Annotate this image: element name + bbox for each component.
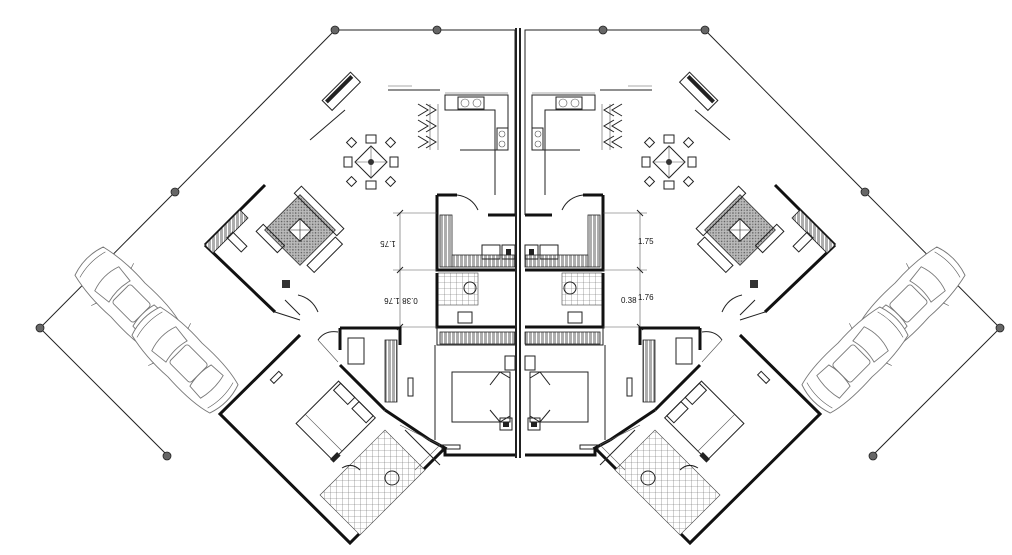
dim-lower-left: 1.76	[384, 296, 400, 305]
dim-small-right: 0.38	[621, 296, 637, 305]
right-unit	[525, 26, 1004, 543]
dim-upper-left: 1.75	[380, 239, 396, 248]
left-unit	[36, 26, 515, 543]
dim-small-left: 0.38	[402, 296, 418, 305]
dim-lower-right: 1.76	[638, 293, 654, 302]
dim-upper-right: 1.75	[638, 237, 654, 246]
